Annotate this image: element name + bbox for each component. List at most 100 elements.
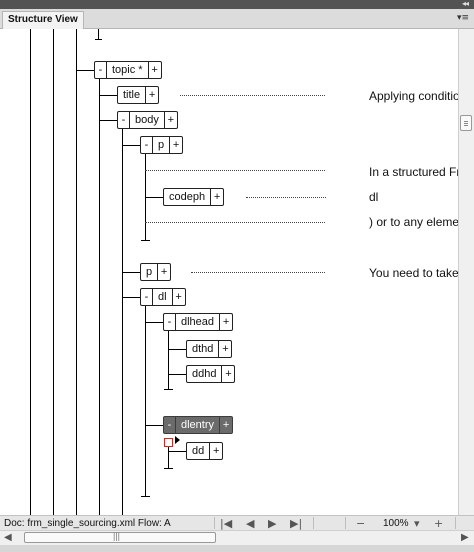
tree-line	[122, 129, 123, 515]
node-codeph[interactable]: codeph +	[163, 188, 225, 206]
collapse-panel-icon[interactable]: ◂◂	[461, 0, 469, 8]
expand-attributes-toggle[interactable]: +	[157, 264, 170, 280]
next-page-button[interactable]: ▶	[268, 517, 277, 530]
panel-resize-grip[interactable]	[0, 545, 474, 552]
node-dlhead[interactable]: - dlhead +	[163, 313, 234, 331]
previous-page-button[interactable]: ◀	[246, 517, 255, 530]
node-body[interactable]: - body +	[117, 111, 178, 129]
tree-line	[164, 389, 173, 390]
grip-line	[464, 125, 468, 126]
collapse-toggle[interactable]: -	[164, 314, 176, 330]
text-content[interactable]: ) or to any elemen	[369, 215, 458, 229]
expand-attributes-toggle[interactable]: +	[145, 87, 158, 103]
zoom-dropdown-icon[interactable]: ▾	[414, 517, 420, 530]
text-content[interactable]: Applying conditio	[369, 89, 458, 103]
text-content[interactable]: In a structured Fr	[369, 165, 458, 179]
last-page-button[interactable]: ▶|	[290, 517, 303, 530]
horizontal-scroll-thumb[interactable]: |||	[24, 531, 216, 543]
node-dthd[interactable]: dthd +	[186, 340, 233, 358]
collapse-toggle[interactable]: -	[118, 112, 130, 128]
scroll-right-icon[interactable]: ▶	[461, 532, 469, 543]
node-title[interactable]: title +	[117, 86, 160, 104]
text-leader	[180, 95, 325, 96]
node-dlentry-selected[interactable]: - dlentry +	[163, 416, 234, 434]
text-content[interactable]: dl	[369, 190, 379, 204]
tab-bar	[0, 9, 474, 29]
node-dd[interactable]: dd +	[186, 442, 224, 460]
collapse-toggle[interactable]: -	[95, 62, 107, 78]
tree-line	[76, 70, 94, 71]
node-label[interactable]: ddhd	[192, 368, 217, 380]
separator	[214, 517, 215, 529]
grip-lines: |||	[113, 531, 121, 541]
first-page-button[interactable]: |◀	[220, 517, 233, 530]
node-label[interactable]: codeph	[169, 191, 206, 203]
status-bar: Doc: frm_single_sourcing.xml Flow: A |◀ …	[0, 515, 474, 530]
tree-line	[168, 447, 169, 468]
text-leader	[145, 170, 325, 171]
node-topic[interactable]: - topic * +	[94, 61, 162, 79]
tree-line	[122, 297, 140, 298]
grip-line	[464, 121, 468, 122]
node-label[interactable]: dlentry	[181, 419, 215, 431]
expand-attributes-toggle[interactable]: +	[147, 62, 161, 78]
expand-attributes-toggle[interactable]: +	[210, 189, 223, 205]
node-label[interactable]: dlhead	[181, 316, 215, 328]
node-label[interactable]: p	[146, 266, 153, 278]
tree-line	[168, 331, 169, 389]
tree-line	[53, 29, 54, 515]
expand-attributes-toggle[interactable]: +	[218, 341, 231, 357]
tree-line	[141, 496, 150, 497]
tree-line	[141, 240, 150, 241]
tab-structure-view[interactable]: Structure View	[2, 11, 84, 29]
node-label[interactable]: dthd	[192, 343, 214, 355]
node-label[interactable]: topic *	[112, 64, 143, 76]
collapse-toggle[interactable]: -	[164, 417, 176, 433]
tree-line	[122, 145, 140, 146]
tree-line	[164, 468, 173, 469]
collapse-toggle[interactable]: -	[141, 289, 153, 305]
node-label[interactable]: title	[123, 89, 141, 101]
zoom-in-button[interactable]: +	[434, 517, 444, 530]
structure-canvas[interactable]: - topic * + title + Applying conditio - …	[0, 29, 458, 515]
expand-attributes-toggle[interactable]: +	[221, 366, 234, 382]
tree-line	[145, 306, 146, 496]
text-leader	[145, 222, 325, 223]
node-dl[interactable]: - dl +	[140, 288, 186, 306]
document-flow-label: Doc: frm_single_sourcing.xml Flow: A	[4, 518, 171, 529]
tree-line	[145, 322, 163, 323]
separator	[313, 517, 314, 529]
vertical-scroll-thumb[interactable]	[460, 115, 472, 131]
panel-menu-icon[interactable]: ▾≡	[456, 13, 469, 23]
expand-attributes-toggle[interactable]: +	[171, 289, 185, 305]
tree-line	[145, 197, 163, 198]
tree-line	[76, 29, 77, 515]
text-content[interactable]: You need to take	[369, 266, 458, 280]
tree-line	[99, 120, 117, 121]
node-label[interactable]: dl	[158, 291, 167, 303]
expand-attributes-toggle[interactable]: +	[163, 112, 177, 128]
expand-attributes-toggle[interactable]: +	[219, 314, 232, 330]
node-label[interactable]: p	[158, 139, 165, 151]
tree-line	[168, 349, 186, 350]
zoom-out-button[interactable]: −	[356, 517, 366, 530]
zoom-level[interactable]: 100%	[383, 518, 409, 529]
insertion-point-marker	[164, 438, 173, 447]
text-leader	[246, 197, 326, 198]
tree-line	[122, 272, 140, 273]
node-label[interactable]: dd	[192, 445, 205, 457]
node-p[interactable]: - p +	[140, 136, 184, 154]
expand-attributes-toggle[interactable]: +	[219, 417, 232, 433]
vertical-scrollbar[interactable]	[458, 29, 474, 515]
tree-line	[98, 29, 99, 39]
node-p[interactable]: p +	[140, 263, 172, 281]
tree-line	[99, 79, 100, 515]
expand-attributes-toggle[interactable]: +	[169, 137, 182, 153]
collapse-toggle[interactable]: -	[141, 137, 153, 153]
tree-line	[99, 95, 117, 96]
expand-attributes-toggle[interactable]: +	[209, 443, 222, 459]
node-label[interactable]: body	[135, 114, 159, 126]
node-ddhd[interactable]: ddhd +	[186, 365, 236, 383]
scroll-left-icon[interactable]: ◀	[4, 532, 12, 543]
